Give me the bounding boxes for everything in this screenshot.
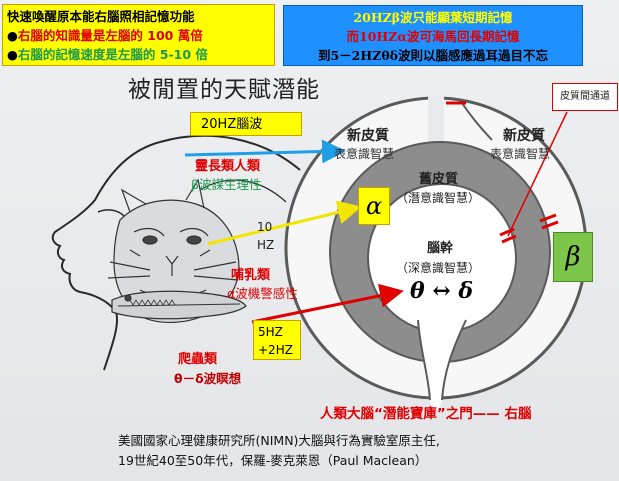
alpha-box: α	[358, 187, 390, 225]
top-left-line1: 右腦的知識量是左腦的 100 萬倍	[17, 28, 203, 43]
beta-arrow	[184, 139, 346, 164]
bullet-icon: ●	[7, 28, 18, 43]
neocortex-left-label: 新皮質	[347, 128, 389, 144]
old-cortex-label: 舊皮質	[419, 172, 459, 187]
mammal-sublabel: α波機警感性	[227, 286, 298, 301]
hz5-label: 5HZ	[258, 325, 283, 339]
brainstem-sublabel: （深意識智慧）	[396, 261, 481, 275]
primate-label: 靈長類人類	[195, 159, 261, 174]
footer-line2: 19世紀40至50年代，保羅-麥克萊恩（Paul Maclean）	[118, 453, 428, 468]
hz20-box: 20HZ腦波	[190, 112, 302, 136]
hz10-label: 10	[257, 220, 273, 234]
neocortex-right-label: 新皮質	[503, 128, 545, 144]
channel-label: 皮質間通道	[552, 83, 618, 111]
top-right-info-box: 20HZβ波只能顯葉短期記憶 而10HZα波可海馬回長期記憶 到5－2HZθδ波…	[283, 5, 583, 66]
footer-line1: 美國國家心理健康研究所(NIMN)大腦與行為實驗室原主任,	[118, 433, 440, 448]
neocortex-left-sublabel: 表意識智慧	[334, 147, 395, 161]
gateway-caption: 人類大腦“潛能寶庫”之門—— 右腦	[320, 406, 532, 422]
bullet-icon: ●	[7, 47, 18, 62]
reptile-sublabel: θ－δ波瞑想	[174, 371, 242, 386]
channel-marks	[446, 101, 559, 244]
mammal-label: 哺乳類	[231, 268, 271, 283]
page-title: 被閒置的天賦潛能	[128, 77, 320, 103]
channel-pointer	[507, 111, 568, 237]
top-left-title: 快速喚醒原本能右腦照相記憶功能	[7, 9, 195, 24]
theta-delta-label: θ ↔ δ	[410, 278, 474, 304]
top-right-line1: 20HZβ波只能顯葉短期記憶	[353, 10, 513, 25]
top-left-line2: 右腦的記憶速度是左腦的 5-10 倍	[17, 47, 208, 62]
neocortex-right-sublabel: 表意識智慧	[490, 147, 551, 161]
hz10-unit: HZ	[257, 238, 275, 252]
theta-delta-arrow	[251, 283, 404, 324]
old-cortex-sublabel: （潛意識智慧）	[396, 191, 481, 205]
crocodile-sketch	[111, 290, 247, 320]
primate-sublabel: β波謀生理性	[191, 177, 262, 192]
beta-box: β	[553, 232, 593, 282]
alpha-arrow	[207, 200, 362, 246]
brainstem-label: 腦幹	[427, 241, 454, 256]
hz2-label: +2HZ	[258, 343, 293, 357]
top-right-line3: 到5－2HZθδ波則以腦感應過耳過目不忘	[317, 48, 548, 63]
top-right-line2: 而10HZα波可海馬回長期記憶	[346, 29, 520, 44]
top-left-info-box: 快速喚醒原本能右腦照相記憶功能 ●右腦的知識量是左腦的 100 萬倍 ●右腦的記…	[2, 4, 275, 66]
hz5-box: 5HZ +2HZ	[253, 320, 301, 360]
reptile-label: 爬蟲類	[178, 352, 218, 367]
head-sketch	[51, 134, 301, 371]
